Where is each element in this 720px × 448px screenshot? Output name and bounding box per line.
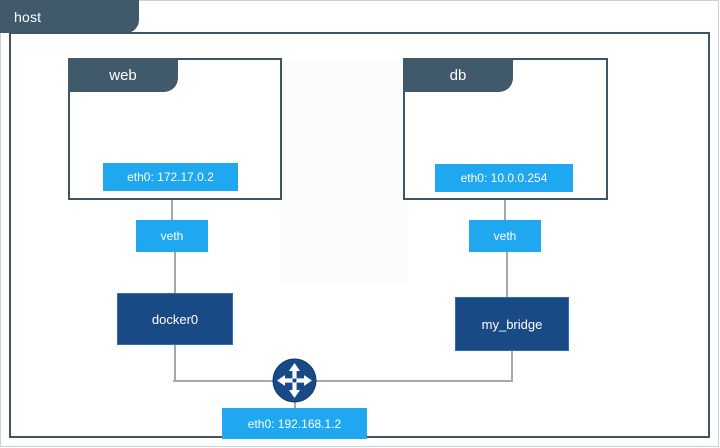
host-tab-label: host [14, 8, 42, 25]
container-db-tab: db [403, 58, 513, 92]
container-db-label: db [449, 66, 467, 84]
bridge-my-bridge[interactable]: my_bridge [455, 297, 569, 351]
link-veth-to-my-bridge [506, 251, 508, 298]
veth-badge-left[interactable]: veth [136, 220, 208, 252]
interface-badge-db-eth0[interactable]: eth0: 10.0.0.254 [435, 164, 573, 192]
link-my-bridge-to-bus [511, 350, 513, 382]
background-artifact [280, 60, 408, 282]
link-veth-to-docker0 [174, 251, 176, 294]
link-web-eth0-to-veth [171, 199, 173, 221]
host-tab: host [0, 0, 139, 33]
veth-badge-right[interactable]: veth [469, 220, 541, 252]
link-docker0-to-bus [174, 344, 176, 382]
bridge-docker0[interactable]: docker0 [117, 293, 233, 345]
container-web-label: web [109, 66, 137, 84]
link-host-bus [173, 380, 513, 382]
interface-badge-web-eth0[interactable]: eth0: 172.17.0.2 [103, 163, 238, 191]
container-web-tab: web [68, 58, 178, 92]
router-icon[interactable] [272, 358, 317, 403]
link-db-eth0-to-veth [504, 199, 506, 221]
interface-badge-host-eth0[interactable]: eth0: 192.168.1.2 [222, 408, 367, 439]
container-web[interactable]: web [68, 58, 282, 200]
